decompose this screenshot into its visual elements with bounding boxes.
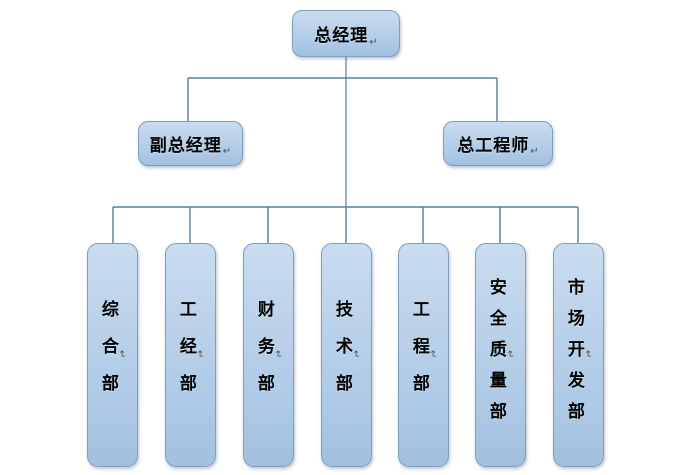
- node-label: 工程部: [408, 299, 429, 411]
- node-dept-finance[interactable]: 财务部 ↵: [243, 243, 294, 467]
- node-dept-technology[interactable]: 技术部 ↵: [321, 243, 372, 467]
- node-label: 技术部: [331, 299, 352, 411]
- node-label: 财务部: [253, 299, 274, 411]
- node-label: 工经部: [175, 299, 196, 411]
- node-dept-project[interactable]: 工程部 ↵: [398, 243, 449, 467]
- node-label: 副总经理: [149, 136, 222, 156]
- paragraph-mark-icon: ↵: [530, 146, 539, 157]
- node-deputy-general-manager[interactable]: 副总经理 ↵: [138, 121, 243, 166]
- paragraph-mark-icon: ↵: [222, 146, 232, 157]
- paragraph-mark-icon: ↵: [271, 349, 283, 359]
- node-dept-market-development[interactable]: 市场开发部 ↵: [553, 243, 604, 467]
- paragraph-mark-icon: ↵: [426, 349, 438, 359]
- paragraph-mark-icon: ↵: [503, 349, 515, 359]
- paragraph-mark-icon: ↵: [581, 349, 593, 359]
- node-label: 综合部: [97, 299, 118, 411]
- node-chief-engineer[interactable]: 总工程师 ↵: [443, 121, 553, 166]
- node-label: 总经理: [314, 26, 369, 46]
- node-dept-safety-quality[interactable]: 安全质量部 ↵: [475, 243, 526, 467]
- node-label: 市场开发部: [563, 277, 584, 433]
- paragraph-mark-icon: ↵: [369, 37, 378, 48]
- node-label: 总工程师: [457, 136, 530, 156]
- node-dept-general-affairs[interactable]: 综合部 ↵: [87, 243, 138, 467]
- paragraph-mark-icon: ↵: [115, 349, 127, 359]
- paragraph-mark-icon: ↵: [193, 349, 205, 359]
- node-dept-engineering-economics[interactable]: 工经部 ↵: [165, 243, 216, 467]
- paragraph-mark-icon: ↵: [349, 349, 361, 359]
- node-general-manager[interactable]: 总经理 ↵: [292, 10, 400, 57]
- node-label: 安全质量部: [485, 277, 506, 433]
